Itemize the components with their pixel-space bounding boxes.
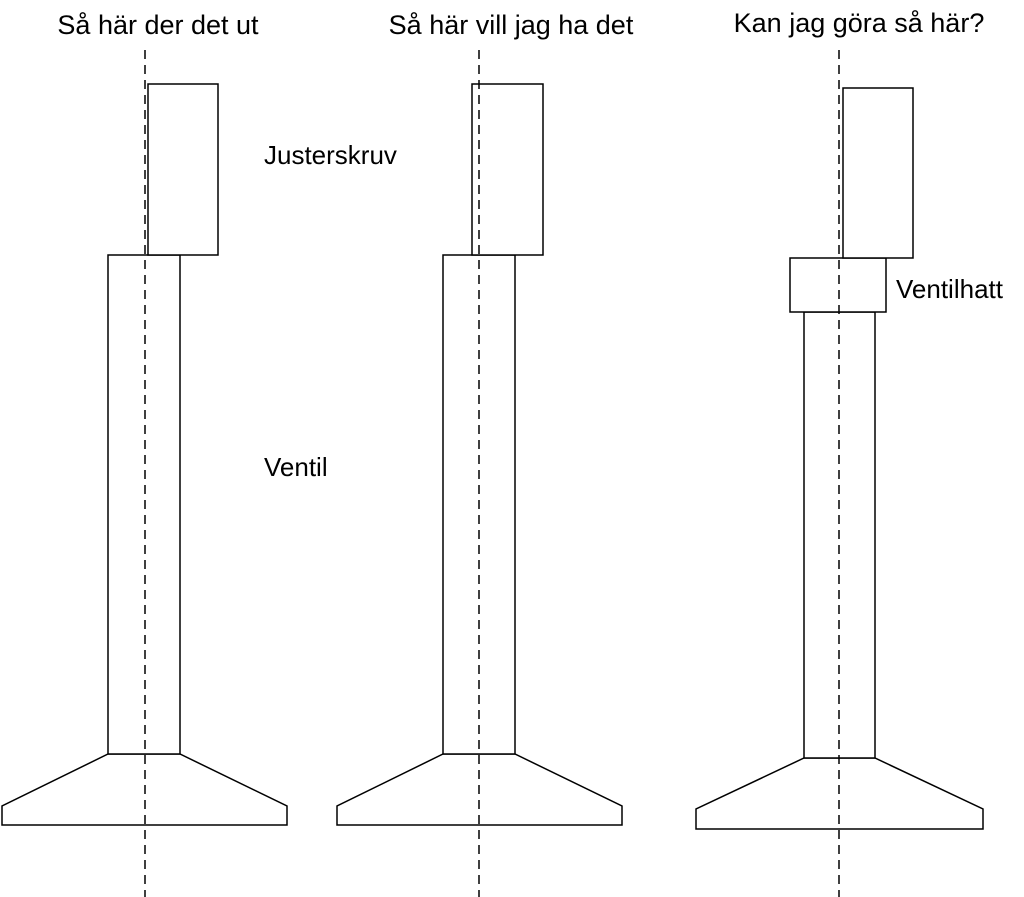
adjusting-screw-desired [471,83,544,256]
valve-assembly-current [1,50,288,897]
valve-stem-current [107,254,181,755]
adjusting-screw-proposed [842,87,914,259]
column-title-desired: Så här vill jag ha det [389,10,634,40]
label-valve-cap: Ventilhatt [896,274,1004,304]
label-adjusting-screw: Justerskruv [264,140,397,170]
valve-assembly-desired [336,50,623,897]
column-title-question: Kan jag göra så här? [734,8,985,38]
label-valve: Ventil [264,452,328,482]
valve-assembly-proposed [695,50,984,897]
column-title-current: Så här der det ut [57,10,259,40]
valve-cap-proposed [789,257,887,313]
adjusting-screw-current [147,83,219,256]
